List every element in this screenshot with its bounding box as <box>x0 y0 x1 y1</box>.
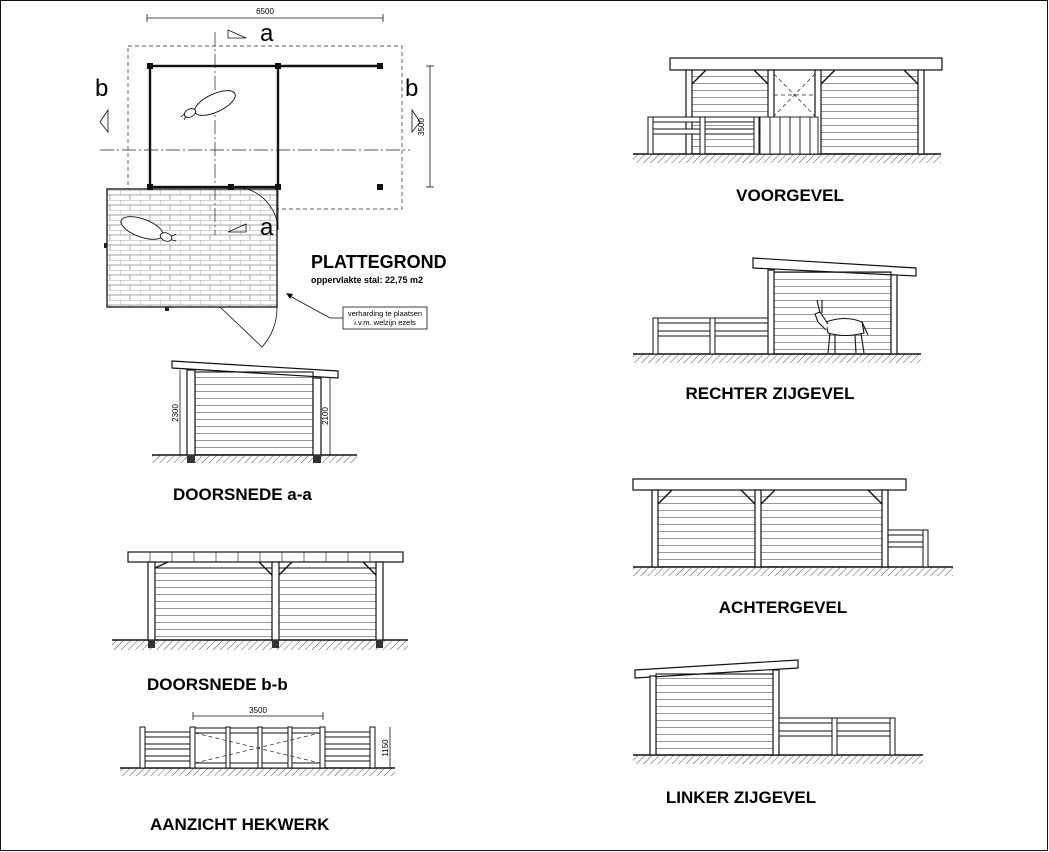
section-a-top-label: a <box>260 20 274 47</box>
plan-dim-depth: 3500 <box>417 118 426 136</box>
section-a-bottom-label: a <box>260 214 274 241</box>
section-b-right-label: b <box>405 75 418 102</box>
back-title: ACHTERGEVEL <box>719 598 847 617</box>
fence-dim-height: 1150 <box>381 739 390 757</box>
fence-elevation: 3500 1150 AANZICHT HEKWERK <box>120 706 395 834</box>
donkey-plan-bottom-icon <box>120 216 177 242</box>
stable-walls <box>148 64 280 189</box>
right-side-elevation: RECHTER ZIJGEVEL <box>633 257 921 403</box>
paved-area <box>106 188 278 308</box>
left-title: LINKER ZIJGEVEL <box>666 788 816 807</box>
left-side-elevation: LINKER ZIJGEVEL <box>633 659 923 807</box>
donkey-plan-top-icon <box>180 90 236 121</box>
paving-note-box <box>342 306 428 330</box>
plan-title: PLATTEGROND <box>311 252 447 272</box>
donkey-side-icon <box>814 299 869 354</box>
paving-note-line1: verharding te plaatsen <box>348 309 422 318</box>
floor-plan: 6500 3500 a a b b <box>95 7 447 348</box>
fence-dim-width: 3500 <box>249 706 267 715</box>
section-aa-dim-left: 2300 <box>171 404 180 422</box>
section-aa-title: DOORSNEDE a-a <box>173 485 312 504</box>
front-elevation: VOORGEVEL <box>633 57 943 205</box>
right-title: RECHTER ZIJGEVEL <box>685 384 854 403</box>
plan-subtitle: oppervlakte stal: 22,75 m2 <box>311 275 423 285</box>
roof-outline <box>127 45 403 210</box>
section-bb-title: DOORSNEDE b-b <box>147 675 288 694</box>
back-elevation: ACHTERGEVEL <box>632 478 953 617</box>
section-aa-dim-right: 2100 <box>321 407 330 425</box>
section-b-left-label: b <box>95 75 108 102</box>
paving-note-line2: i.v.m. welzijn ezels <box>354 318 416 327</box>
fence-title: AANZICHT HEKWERK <box>150 815 330 834</box>
plan-dim-width: 6500 <box>256 7 274 16</box>
section-aa: 2300 2100 DOORSNEDE a-a <box>152 360 357 504</box>
front-title: VOORGEVEL <box>736 186 844 205</box>
section-bb: DOORSNEDE b-b <box>112 551 408 694</box>
